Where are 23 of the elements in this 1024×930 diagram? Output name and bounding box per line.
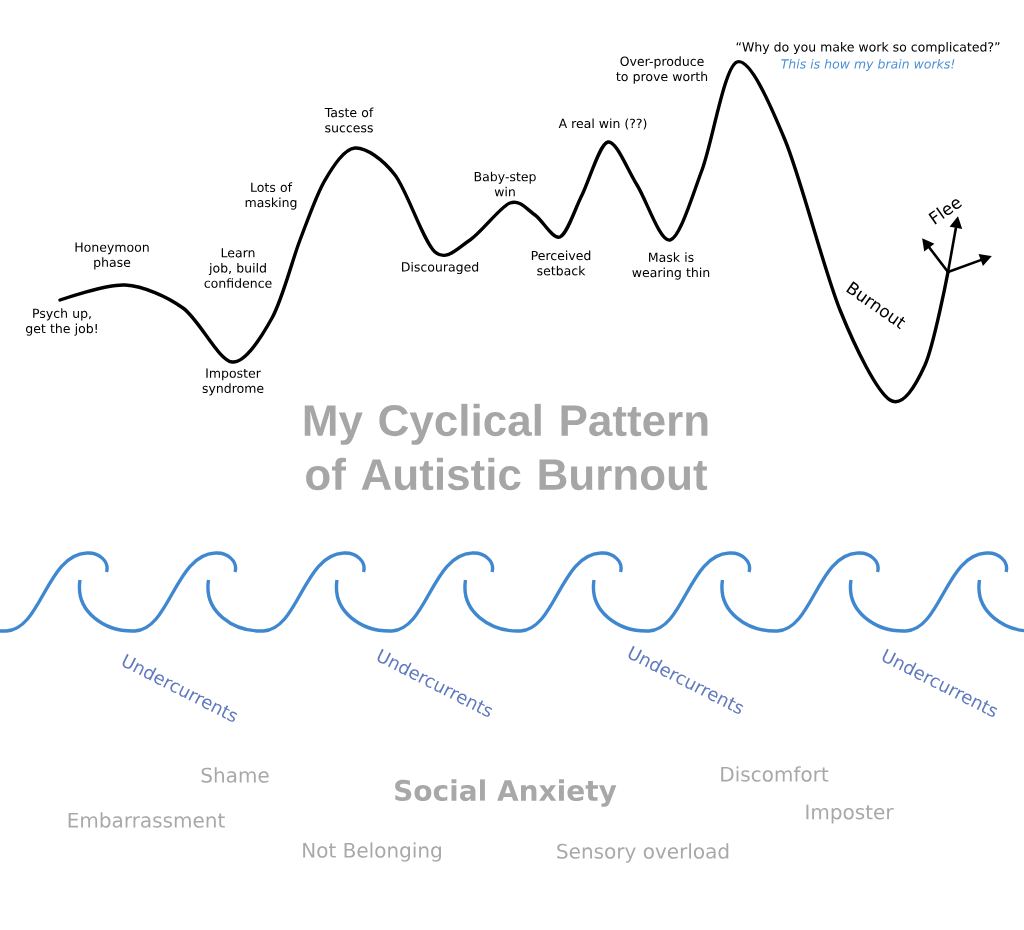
stage-label: Lots of masking [245, 182, 297, 210]
stage-label: A real win (??) [558, 118, 647, 130]
feeling-word: Not Belonging [303, 842, 441, 862]
stage-label: Over-produce to prove worth [616, 56, 708, 84]
stage-label: Honeymoon phase [75, 242, 149, 270]
stage-label: Flee [928, 199, 962, 225]
feeling-word: Embarrassment [68, 812, 225, 828]
feeling-word: Shame [201, 767, 269, 783]
stage-label: Imposter syndrome [202, 368, 264, 396]
stage-label: Discouraged [402, 261, 479, 275]
stage-label: Mask is wearing thin [632, 252, 710, 280]
title: My Cyclical Pattern of Autistic Burnout [304, 403, 708, 491]
stage-label: Psych up, get the job! [26, 308, 97, 336]
feeling-word: Discomfort [721, 766, 829, 782]
stage-label: Learn job, build confidence [204, 248, 272, 288]
quote-text: “Why do you make work so complicated?” [736, 41, 1000, 55]
stage-label: Perceived setback [531, 250, 591, 276]
reply-text: This is how my brain works! [781, 58, 955, 72]
stage-label: Baby-step win [474, 171, 536, 197]
feeling-word: Social Anxiety [395, 779, 617, 807]
stage-label: Taste of success [324, 107, 374, 133]
feeling-word: Imposter [806, 804, 894, 824]
feeling-word: Sensory overload [557, 843, 729, 863]
